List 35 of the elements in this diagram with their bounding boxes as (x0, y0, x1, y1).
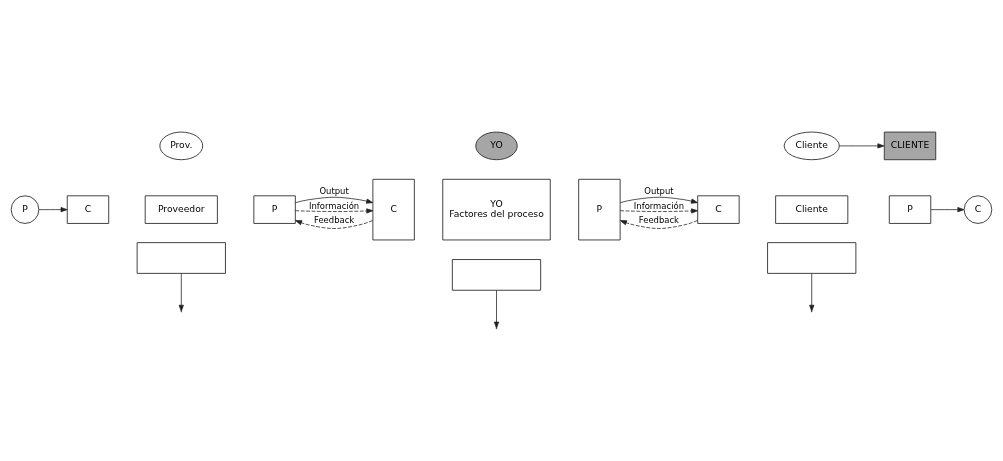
arrow (38, 207, 68, 213)
arrow (620, 220, 698, 229)
node-box: P (578, 178, 621, 241)
edge-label: Output (644, 186, 674, 197)
node-box (136, 242, 226, 274)
edge-label: Output (319, 186, 349, 197)
edge-label: Feedback (638, 214, 680, 225)
arrow (295, 196, 374, 204)
node-box: Cliente (775, 195, 849, 224)
node-ellipse: Cliente (783, 131, 840, 161)
node-box: C (66, 195, 110, 224)
node-circle: P (10, 195, 40, 224)
node-box (767, 242, 857, 274)
arrow (809, 273, 815, 312)
arrow (619, 208, 699, 214)
node-box: P (888, 195, 932, 224)
node-box (451, 259, 542, 291)
node-box: P (253, 195, 296, 224)
node-box: C (372, 178, 415, 241)
node-box: C (697, 195, 740, 224)
node-ellipse: Prov. (159, 131, 204, 161)
node-ellipse: YO (475, 131, 518, 161)
node-box: Proveedor (144, 195, 218, 224)
edge-label: Información (309, 200, 360, 211)
arrow (930, 207, 965, 213)
arrow (178, 273, 184, 312)
arrow (838, 143, 885, 149)
node-box: CLIENTE (883, 131, 937, 161)
edge-label: Información (633, 200, 684, 211)
arrow (294, 208, 374, 214)
arrow (295, 220, 373, 229)
edge-label: Feedback (314, 214, 355, 225)
arrow (619, 196, 698, 204)
node-box: YO Factores del proceso (442, 178, 551, 241)
node-circle: C (963, 195, 993, 224)
